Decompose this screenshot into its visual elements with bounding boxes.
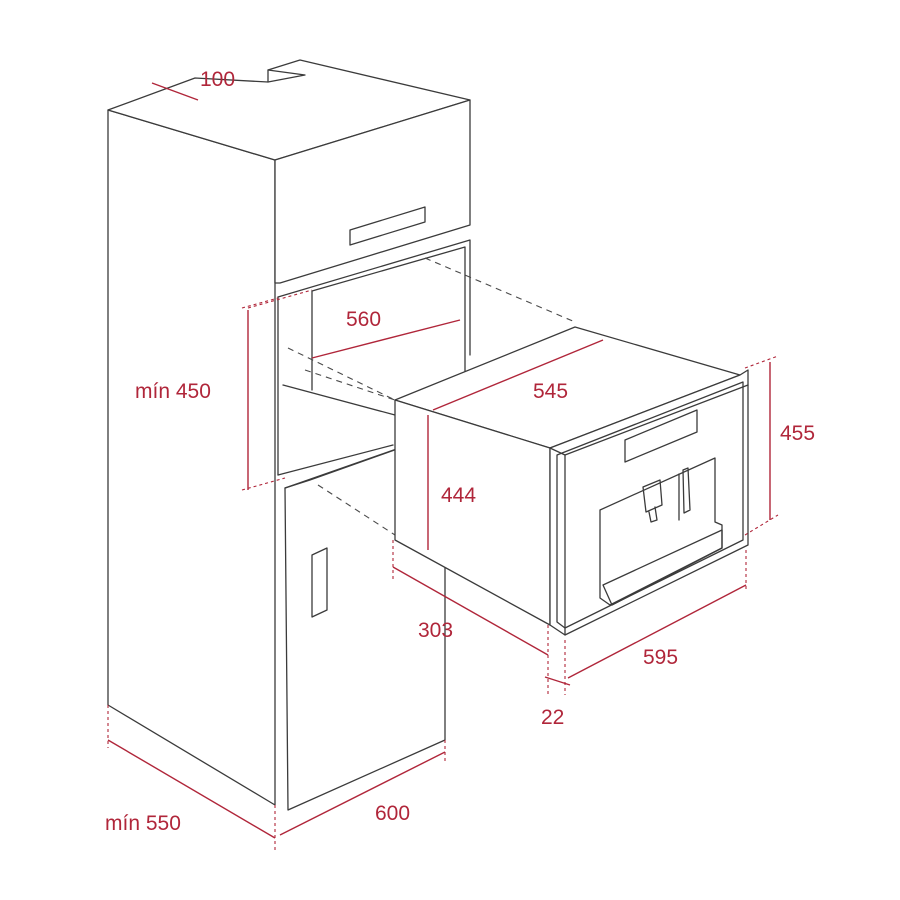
lower-door-handle (311, 547, 328, 618)
label-niche-width: 560 (346, 308, 381, 331)
dim-line-cabinet-depth (107, 739, 276, 839)
label-top-depth: 100 (200, 68, 235, 91)
niche-floor-left (277, 444, 394, 476)
label-front-thickness: 22 (541, 706, 564, 729)
dim-line-front-width (567, 584, 747, 679)
coffee-spout (642, 479, 663, 523)
label-front-width: 595 (643, 646, 678, 669)
niche-opening-frame (277, 239, 471, 356)
cabinet-side-panel (107, 109, 276, 806)
coffee-machine (394, 326, 749, 636)
dim-line-top-depth (151, 82, 199, 101)
niche-shelf (282, 384, 396, 416)
machine-front-top-thickness (564, 384, 749, 456)
upper-drawer-front (274, 99, 471, 284)
dim-line-cabinet-width (279, 751, 446, 836)
drip-tray (602, 529, 723, 606)
label-front-height: 455 (780, 422, 815, 445)
machine-front-frame (556, 381, 744, 629)
label-niche-height: mín 450 (135, 380, 211, 403)
projection-lines (287, 257, 576, 536)
dim-line-niche-width (311, 319, 461, 359)
dimension-labels: 100 560 mín 450 545 444 455 303 595 22 m… (105, 68, 815, 835)
dim-line-side-depth (392, 566, 549, 656)
steam-wand (682, 467, 691, 514)
control-panel (624, 409, 698, 463)
cabinet-top-notch (267, 69, 306, 83)
label-cabinet-depth: mín 550 (105, 812, 181, 835)
dimension-lines (107, 82, 779, 850)
niche-inner-back (311, 246, 466, 381)
label-cabinet-width: 600 (375, 802, 410, 825)
upper-drawer-handle (349, 206, 426, 246)
label-appliance-depth: 545 (533, 380, 568, 403)
label-side-depth: 303 (418, 619, 453, 642)
label-body-height: 444 (441, 484, 476, 507)
dim-line-appliance-depth (432, 339, 604, 411)
dim-line-front-thickness (544, 676, 571, 686)
